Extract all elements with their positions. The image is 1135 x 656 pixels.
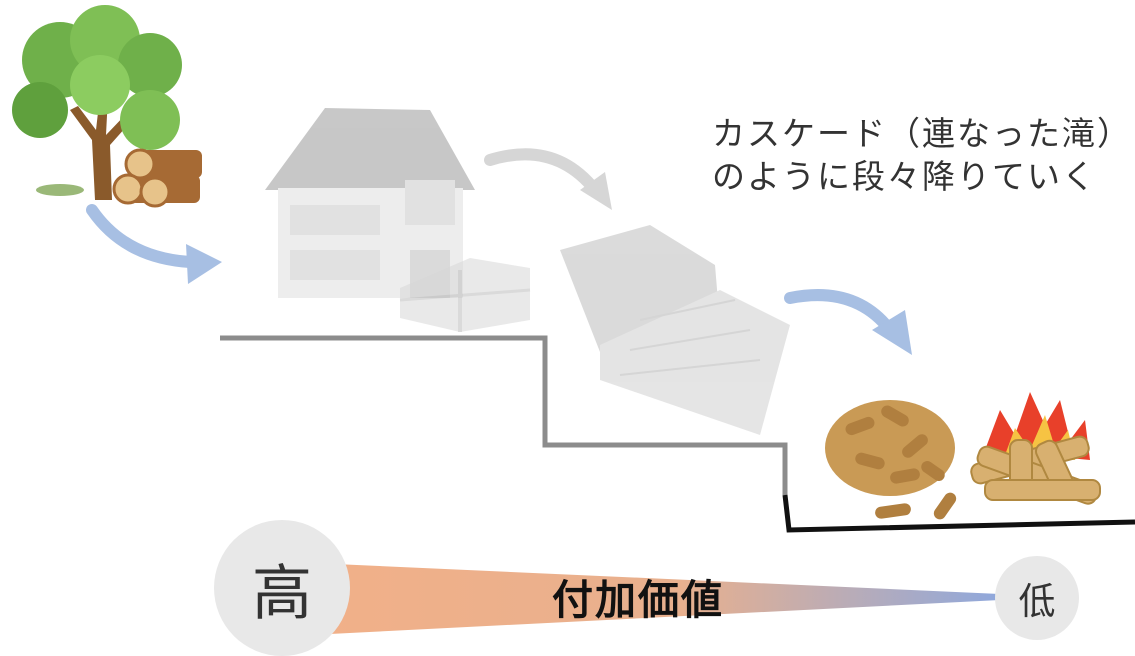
caption-line-2: のように段々降りていく xyxy=(712,157,1097,196)
added-value-label: 付加価値 xyxy=(552,576,724,624)
arrow-1-icon xyxy=(86,204,196,268)
tree-icon xyxy=(12,5,182,200)
campfire-icon xyxy=(970,392,1101,505)
arrow-3-icon xyxy=(784,289,896,336)
step-line-upper xyxy=(220,335,788,495)
step-line-lower xyxy=(782,494,1135,533)
low-label: 低 xyxy=(1018,580,1056,623)
cascade-caption: カスケード（連なった滝） のように段々降りていく xyxy=(712,112,1132,198)
logs-icon xyxy=(112,148,202,208)
pellets-icon xyxy=(825,400,957,520)
arrow-1-head xyxy=(186,244,222,284)
arrow-2-icon xyxy=(484,148,601,196)
arrow-2-head xyxy=(580,172,612,210)
low-value-circle: 低 xyxy=(995,556,1079,640)
high-label: 高 xyxy=(252,558,312,629)
value-gradient-wedge xyxy=(290,562,1000,636)
boards-icon xyxy=(560,225,790,435)
lumber-stack-icon xyxy=(399,258,531,332)
arrow-3-head xyxy=(872,310,912,355)
high-value-circle: 高 xyxy=(214,520,350,656)
caption-line-1: カスケード（連なった滝） xyxy=(712,114,1132,153)
